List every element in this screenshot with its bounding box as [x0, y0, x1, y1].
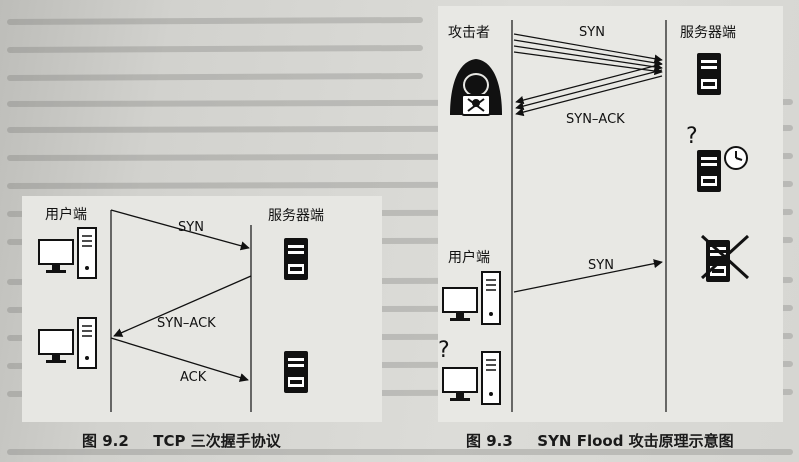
attacker-label: 攻击者 — [448, 25, 490, 41]
syn-ack-return-3 — [515, 75, 663, 117]
caption-number: 图 9.3 — [466, 432, 513, 450]
server-question-mark: ? — [686, 124, 698, 149]
server-icon — [697, 53, 721, 95]
left-syn-label: SYN — [178, 220, 204, 235]
caption-number: 图 9.2 — [82, 432, 129, 450]
client-question-mark: ? — [438, 338, 450, 363]
desktop-computer-icon — [38, 317, 97, 369]
left-client-label: 用户端 — [45, 207, 87, 223]
syn-flood-arrow-1 — [513, 33, 663, 63]
left-syn-ack-label: SYN–ACK — [157, 316, 216, 331]
left-server-label: 服务器端 — [268, 208, 324, 224]
client-syn-arrow — [513, 259, 663, 293]
server-icon — [284, 238, 308, 280]
crashed-server-icon — [700, 234, 750, 282]
caption-text: SYN Flood 攻击原理示意图 — [537, 432, 734, 450]
server-icon — [284, 351, 308, 393]
desktop-computer-icon — [38, 227, 97, 279]
desktop-computer-icon — [442, 351, 501, 405]
ack-arrow — [110, 337, 249, 382]
right-server-label: 服务器端 — [680, 25, 736, 41]
client-syn-label: SYN — [588, 258, 614, 273]
right-client-label: 用户端 — [448, 250, 490, 266]
caption-text: TCP 三次握手协议 — [153, 432, 281, 450]
syn-arrow — [110, 209, 250, 251]
figure-9-2-caption: 图 9.2 TCP 三次握手协议 — [82, 430, 281, 451]
waiting-server-icon — [697, 146, 748, 192]
desktop-computer-icon — [442, 271, 501, 325]
syn-flood-arrow-4 — [513, 51, 663, 76]
hacker-icon — [450, 59, 502, 116]
syn-flood-arrow-2 — [513, 39, 663, 67]
flood-syn-ack-label: SYN–ACK — [566, 112, 625, 127]
figure-9-3-caption: 图 9.3 SYN Flood 攻击原理示意图 — [466, 430, 734, 451]
left-ack-label: ACK — [180, 370, 207, 385]
syn-ack-arrow — [113, 275, 252, 337]
syn-ack-return-2 — [515, 69, 663, 111]
syn-flood-arrow-3 — [513, 45, 663, 72]
flood-syn-label: SYN — [579, 25, 605, 40]
syn-ack-return-1 — [515, 63, 663, 105]
